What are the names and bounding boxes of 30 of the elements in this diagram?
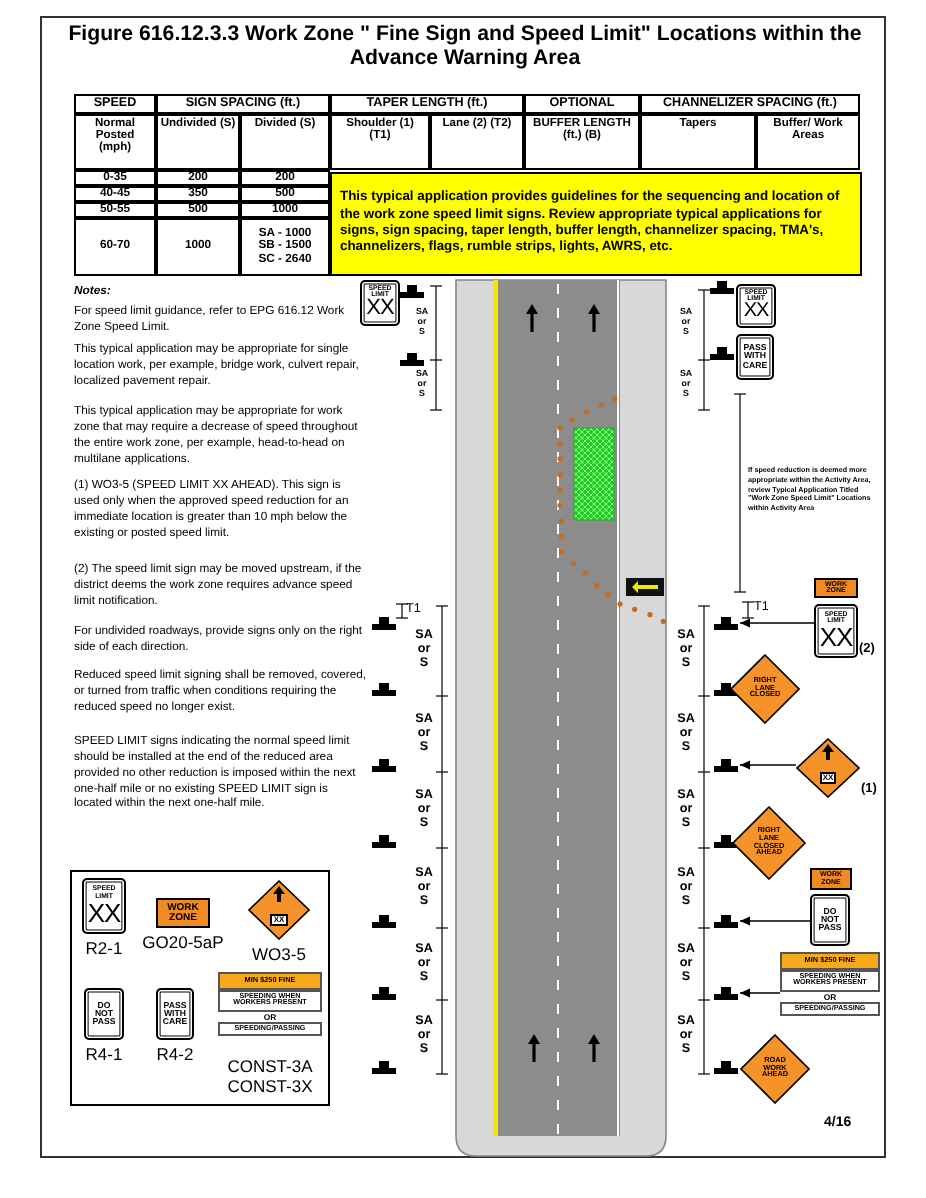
regulatory-sign (156, 988, 194, 1040)
leader-arrow (739, 988, 781, 998)
warning-sign (730, 654, 800, 724)
warning-sign (732, 806, 806, 880)
sign-code: WO3-5 (250, 944, 308, 964)
sign-text: XX (87, 899, 121, 926)
regulatory-sign (814, 604, 858, 658)
regulatory-sign (810, 894, 850, 946)
sign-code: CONST-3X (225, 1076, 315, 1096)
sign-text: XX (819, 624, 853, 651)
regulatory-sign (84, 988, 124, 1040)
warning-sign (740, 1034, 810, 1104)
sign-code: CONST-3A (225, 1056, 315, 1076)
work-zone-plaque (156, 898, 210, 928)
leader-arrow (739, 916, 811, 926)
title: Figure 616.12.3.3 Work Zone " Fine Sign and Speed Limit" Locations within the Advance Warning Area (66, 22, 864, 70)
regulatory-sign (736, 284, 776, 328)
sign-text: XX (366, 298, 394, 321)
regulatory-sign (736, 334, 774, 380)
leader-arrow (739, 618, 815, 628)
note-box (330, 172, 862, 276)
work-zone-plaque (814, 578, 858, 598)
warning-sign (248, 880, 310, 940)
warning-sign (796, 738, 860, 798)
work-zone-plaque (810, 868, 852, 890)
leader-arrow (739, 760, 797, 770)
sign-text: XX (743, 302, 769, 323)
regulatory-sign (82, 878, 126, 934)
regulatory-sign (360, 280, 400, 326)
sign-code: GO20-5aP (140, 932, 226, 952)
